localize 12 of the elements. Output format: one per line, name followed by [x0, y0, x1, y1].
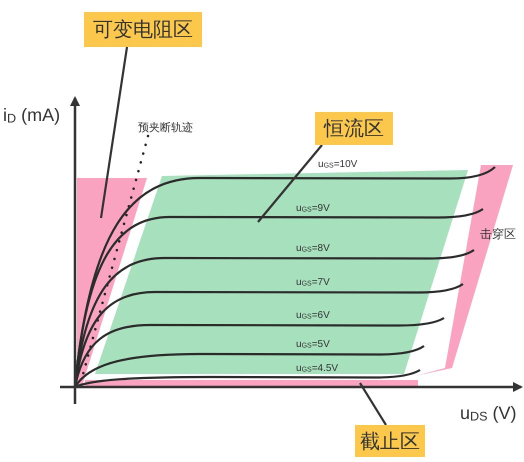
region-callout: 截止区	[355, 425, 425, 457]
leader-line	[359, 382, 387, 426]
region-callout: 可变电阻区	[84, 12, 202, 47]
leader-line	[257, 144, 323, 223]
region-callout: 恒流区	[315, 112, 393, 145]
region-label: 击穿区	[480, 228, 516, 240]
curve-label: 预夹断轨迹	[138, 123, 193, 134]
axis-label: i$_{D}$ (mA)	[3, 106, 60, 125]
region-shape	[95, 170, 468, 374]
axis-label: u$_{DS}$ (V)	[460, 404, 517, 423]
region-strip	[85, 380, 418, 386]
leader-line	[100, 46, 128, 218]
